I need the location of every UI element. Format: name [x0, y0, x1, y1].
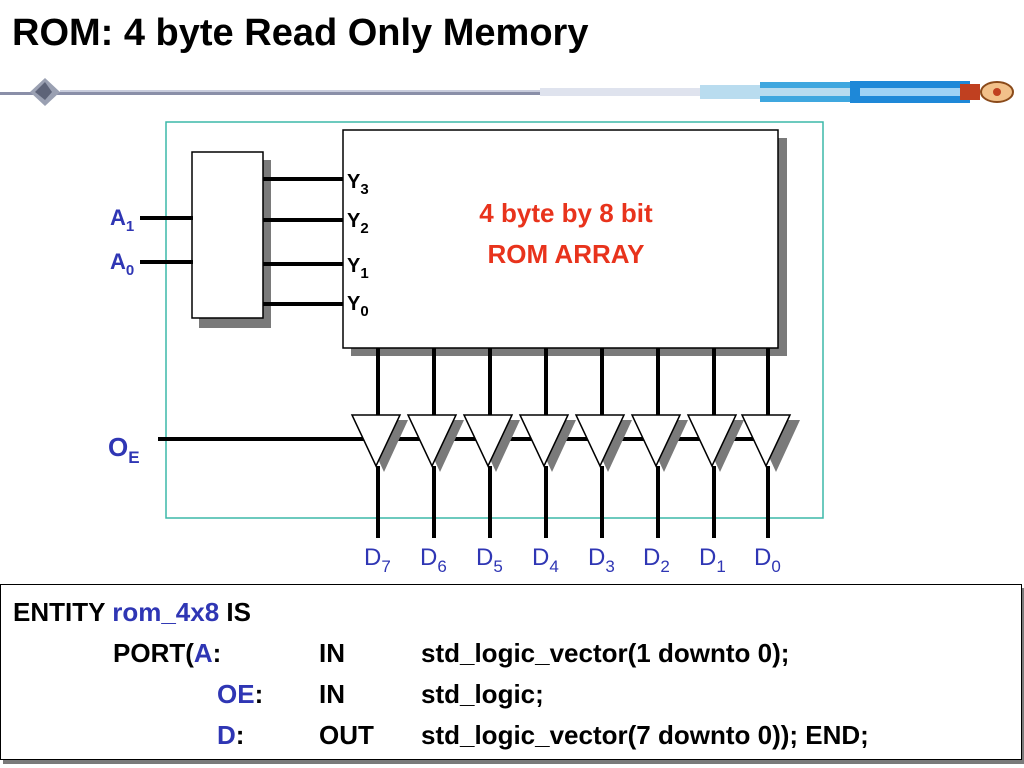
data-output-label-d1: D1	[699, 544, 726, 576]
port-dir-oe: IN	[319, 679, 345, 709]
data-output-label-d6: D6	[420, 544, 447, 576]
tristate-buffer-d6	[406, 414, 458, 468]
port-name-a: A	[193, 638, 213, 668]
buffer-5	[630, 348, 688, 538]
input-label-a0: A0	[110, 249, 134, 279]
port-keyword: PORT(	[113, 638, 194, 668]
data-output-label-d5: D5	[476, 544, 503, 576]
rom-array-label-line1: 4 byte by 8 bit	[479, 198, 653, 228]
buffer-6	[686, 348, 744, 538]
vhdl-entity-box: ENTITY rom_4x8 IS PORT(A: IN std_logic_v…	[0, 584, 1022, 760]
port-dir-a: IN	[319, 638, 345, 668]
input-label-a1: A1	[110, 205, 134, 235]
tristate-buffer-d2	[630, 414, 682, 468]
decoder-output-label-y3: Y3	[347, 171, 369, 198]
buffer-7	[740, 348, 800, 538]
entity-keyword: ENTITY	[13, 597, 105, 627]
port-type-oe: std_logic;	[421, 679, 544, 709]
buffer-4	[574, 348, 632, 538]
tristate-buffer-d5	[462, 414, 514, 468]
port-dir-d: OUT	[319, 720, 374, 750]
starship-header-rule-icon	[0, 78, 1014, 106]
port-type-d: std_logic_vector(7 downto 0)); END;	[421, 720, 869, 750]
enable-label-oe: OE	[108, 432, 140, 467]
rom-diagram: A1 A0 Y3 Y2 Y1 Y0 4 byte by 8 bit ROM AR…	[108, 121, 824, 576]
data-output-label-d2: D2	[643, 544, 670, 576]
rom-array-block	[342, 129, 779, 349]
tristate-buffer-d4	[518, 414, 570, 468]
is-keyword: IS	[226, 597, 251, 627]
entity-name: rom_4x8	[112, 597, 220, 627]
port-line-a: PORT(A:	[113, 638, 222, 668]
port-name-d: D	[217, 720, 236, 750]
decoder-output-label-y0: Y0	[347, 293, 369, 320]
rom-array-label-line2: ROM ARRAY	[488, 239, 645, 269]
tristate-buffer-d7	[350, 414, 402, 468]
chip-boundary-frame	[165, 121, 824, 519]
buffer-3	[518, 348, 576, 538]
port-name-oe: OE	[217, 679, 255, 709]
slide-title: ROM: 4 byte Read Only Memory	[12, 12, 589, 54]
port-type-a: std_logic_vector(1 downto 0);	[421, 638, 790, 668]
data-output-label-d3: D3	[588, 544, 615, 576]
tristate-buffer-d1	[686, 414, 738, 468]
entity-line: ENTITY rom_4x8 IS	[13, 599, 251, 625]
data-output-label-d7: D7	[364, 544, 391, 576]
data-output-label-d0: D0	[754, 544, 781, 576]
buffer-0	[350, 348, 408, 538]
decoder-output-label-y2: Y2	[347, 210, 369, 237]
port-line-d: D:	[217, 720, 245, 750]
data-output-label-d4: D4	[532, 544, 559, 576]
buffer-2	[462, 348, 520, 538]
tristate-buffer-d0	[740, 414, 792, 468]
port-line-oe: OE:	[217, 679, 264, 709]
tristate-buffer-d3	[574, 414, 626, 468]
decoder-block	[191, 151, 264, 319]
decoder-output-label-y1: Y1	[347, 255, 369, 282]
buffer-1	[406, 348, 464, 538]
